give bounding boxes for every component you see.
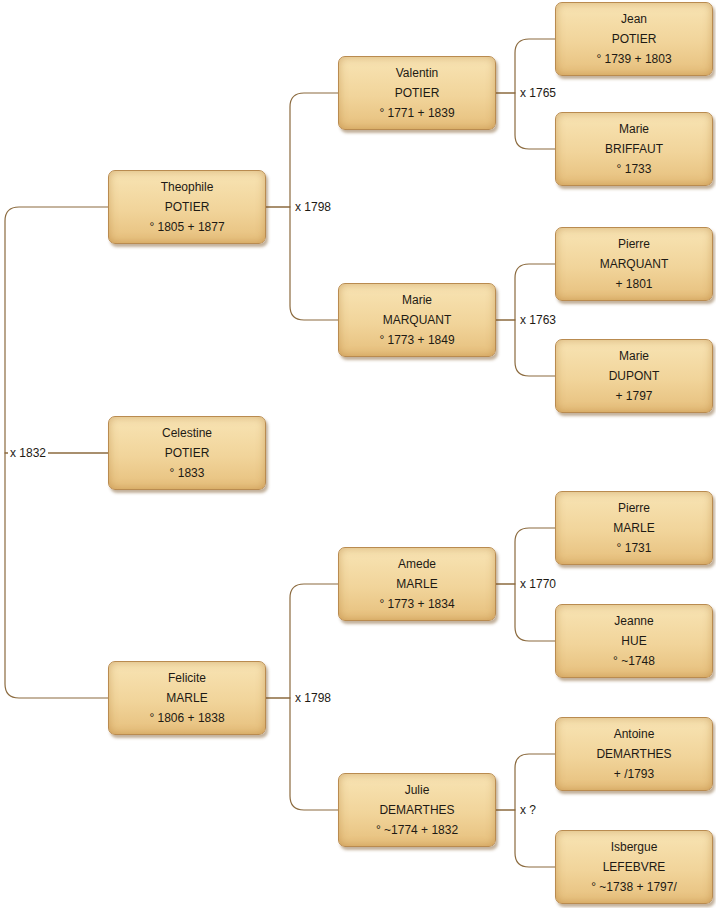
lineage-line [266, 698, 338, 810]
lineage-line [266, 93, 338, 207]
person-scroll: ValentinPOTIER° 1771 + 1839 [338, 56, 496, 130]
given-name: Pierre [618, 234, 650, 254]
family-name: DUPONT [609, 366, 660, 386]
marriage-label: x 1770 [518, 576, 558, 592]
family-name: MARQUANT [600, 254, 669, 274]
given-name: Antoine [614, 724, 655, 744]
life-dates: ° 1806 + 1838 [149, 708, 224, 728]
lineage-line [496, 320, 555, 376]
marriage-label: x 1832 [8, 445, 48, 461]
given-name: Jean [621, 9, 647, 29]
marriage-label: x ? [518, 802, 538, 818]
person-scroll: JulieDEMARTHES° ~1774 + 1832 [338, 773, 496, 847]
person-scroll: CelestinePOTIER° 1833 [108, 416, 266, 490]
life-dates: ° 1773 + 1834 [379, 594, 454, 614]
life-dates: ° 1733 [617, 159, 652, 179]
family-name: POTIER [395, 83, 440, 103]
lineage-line [496, 584, 555, 641]
person-scroll: TheophilePOTIER° 1805 + 1877 [108, 170, 266, 244]
family-name: MARLE [396, 574, 437, 594]
family-name: DEMARTHES [379, 800, 454, 820]
given-name: Jeanne [614, 611, 653, 631]
person-scroll: JeanPOTIER° 1739 + 1803 [555, 2, 713, 76]
family-name: HUE [621, 631, 646, 651]
life-dates: + 1801 [615, 274, 652, 294]
marriage-label: x 1765 [518, 85, 558, 101]
marriage-label: x 1763 [518, 312, 558, 328]
life-dates: ° 1833 [170, 463, 205, 483]
life-dates: ° 1773 + 1849 [379, 330, 454, 350]
family-name: MARQUANT [383, 310, 452, 330]
given-name: Amede [398, 554, 436, 574]
given-name: Theophile [161, 177, 214, 197]
lineage-line [266, 584, 338, 698]
family-name: BRIFFAUT [605, 139, 663, 159]
marriage-label: x 1798 [293, 199, 333, 215]
given-name: Marie [619, 119, 649, 139]
person-scroll: IsbergueLEFEBVRE° ~1738 + 1797/ [555, 830, 713, 904]
family-name: POTIER [165, 197, 210, 217]
family-name: DEMARTHES [596, 744, 671, 764]
family-name: MARLE [166, 688, 207, 708]
life-dates: ° ~1774 + 1832 [376, 820, 458, 840]
given-name: Celestine [162, 423, 212, 443]
person-scroll: AmedeMARLE° 1773 + 1834 [338, 547, 496, 621]
lineage-line [266, 207, 338, 320]
person-scroll: FeliciteMARLE° 1806 + 1838 [108, 661, 266, 735]
family-name: POTIER [612, 29, 657, 49]
life-dates: + /1793 [614, 764, 654, 784]
person-scroll: AntoineDEMARTHES+ /1793 [555, 717, 713, 791]
family-name: LEFEBVRE [603, 857, 666, 877]
given-name: Julie [405, 780, 430, 800]
family-name: POTIER [165, 443, 210, 463]
person-scroll: MarieDUPONT+ 1797 [555, 339, 713, 413]
person-scroll: MarieMARQUANT° 1773 + 1849 [338, 283, 496, 357]
marriage-label: x 1798 [293, 690, 333, 706]
life-dates: ° 1739 + 1803 [596, 49, 671, 69]
life-dates: + 1797 [615, 386, 652, 406]
life-dates: ° ~1738 + 1797/ [591, 877, 677, 897]
lineage-line [5, 207, 108, 453]
given-name: Felicite [168, 668, 206, 688]
life-dates: ° 1805 + 1877 [149, 217, 224, 237]
person-scroll: JeanneHUE° ~1748 [555, 604, 713, 678]
life-dates: ° ~1748 [613, 651, 655, 671]
given-name: Pierre [618, 498, 650, 518]
life-dates: ° 1771 + 1839 [379, 103, 454, 123]
person-scroll: PierreMARQUANT+ 1801 [555, 227, 713, 301]
lineage-line [496, 93, 555, 149]
person-scroll: MarieBRIFFAUT° 1733 [555, 112, 713, 186]
person-scroll: PierreMARLE° 1731 [555, 491, 713, 565]
life-dates: ° 1731 [617, 538, 652, 558]
given-name: Isbergue [611, 837, 658, 857]
given-name: Marie [402, 290, 432, 310]
lineage-line [5, 453, 108, 698]
given-name: Valentin [396, 63, 438, 83]
given-name: Marie [619, 346, 649, 366]
family-name: MARLE [613, 518, 654, 538]
lineage-line [496, 810, 555, 867]
